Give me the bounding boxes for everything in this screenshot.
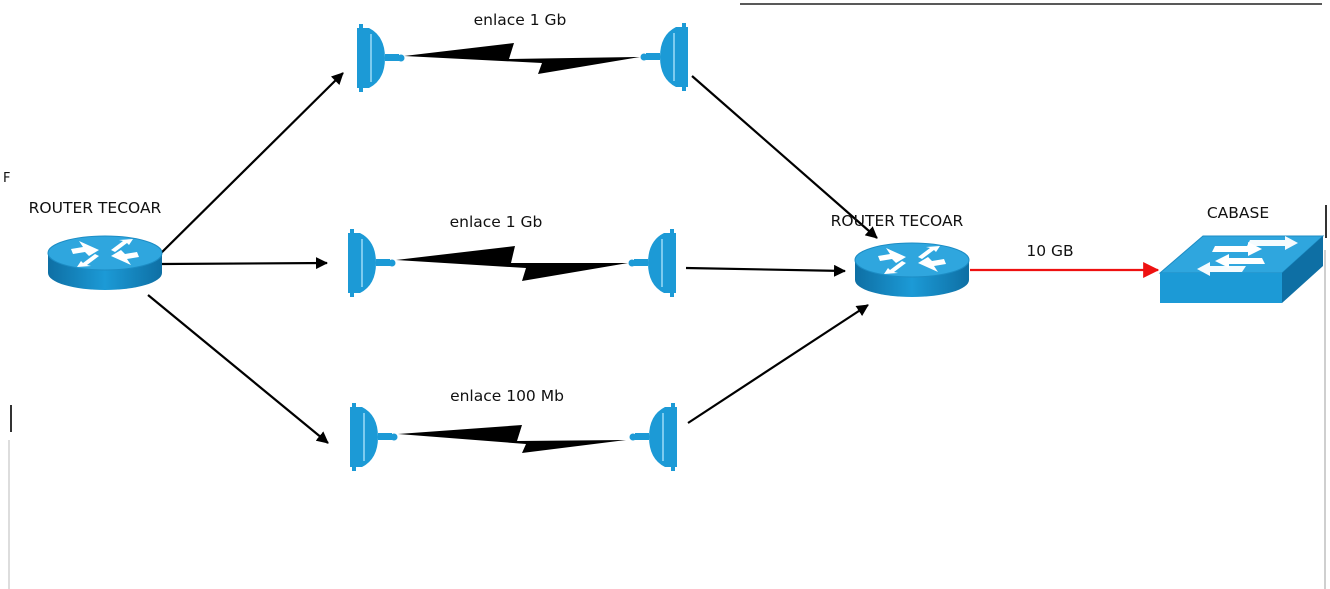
router-right-label: ROUTER TECOAR — [831, 212, 964, 230]
arrow-top-antenna-to-router — [691, 75, 878, 239]
wireless-bolt-middle — [396, 246, 628, 281]
link-top-label: enlace 1 Gb — [474, 11, 567, 29]
uplink-label: 10 GB — [1026, 242, 1073, 260]
wireless-bolt-bottom — [398, 425, 626, 453]
antenna-icon — [641, 23, 689, 91]
antenna-icon — [630, 403, 678, 471]
switch-label: CABASE — [1207, 204, 1269, 222]
arrow-middle-antenna-to-router — [685, 264, 846, 277]
antenna-icon — [629, 229, 677, 297]
arrow-router-to-top-antenna — [151, 72, 344, 263]
arrow-router-to-middle-antenna — [161, 257, 328, 270]
arrow-router-to-bottom-antenna — [147, 294, 329, 444]
antenna-icon — [347, 228, 397, 298]
arrow-bottom-antenna-to-router — [687, 304, 869, 424]
stray-char: F — [3, 171, 10, 186]
antenna-icon — [349, 402, 399, 472]
switch-icon — [1158, 235, 1325, 303]
wireless-links — [396, 43, 640, 453]
wireless-bolt-top — [404, 43, 640, 74]
router-icon — [854, 242, 970, 298]
link-middle-label: enlace 1 Gb — [450, 213, 543, 231]
link-bottom-label: enlace 100 Mb — [450, 387, 564, 405]
antenna-icon — [356, 23, 406, 93]
connections — [147, 72, 878, 444]
router-left-label: ROUTER TECOAR — [29, 199, 162, 217]
router-icon — [47, 235, 163, 291]
